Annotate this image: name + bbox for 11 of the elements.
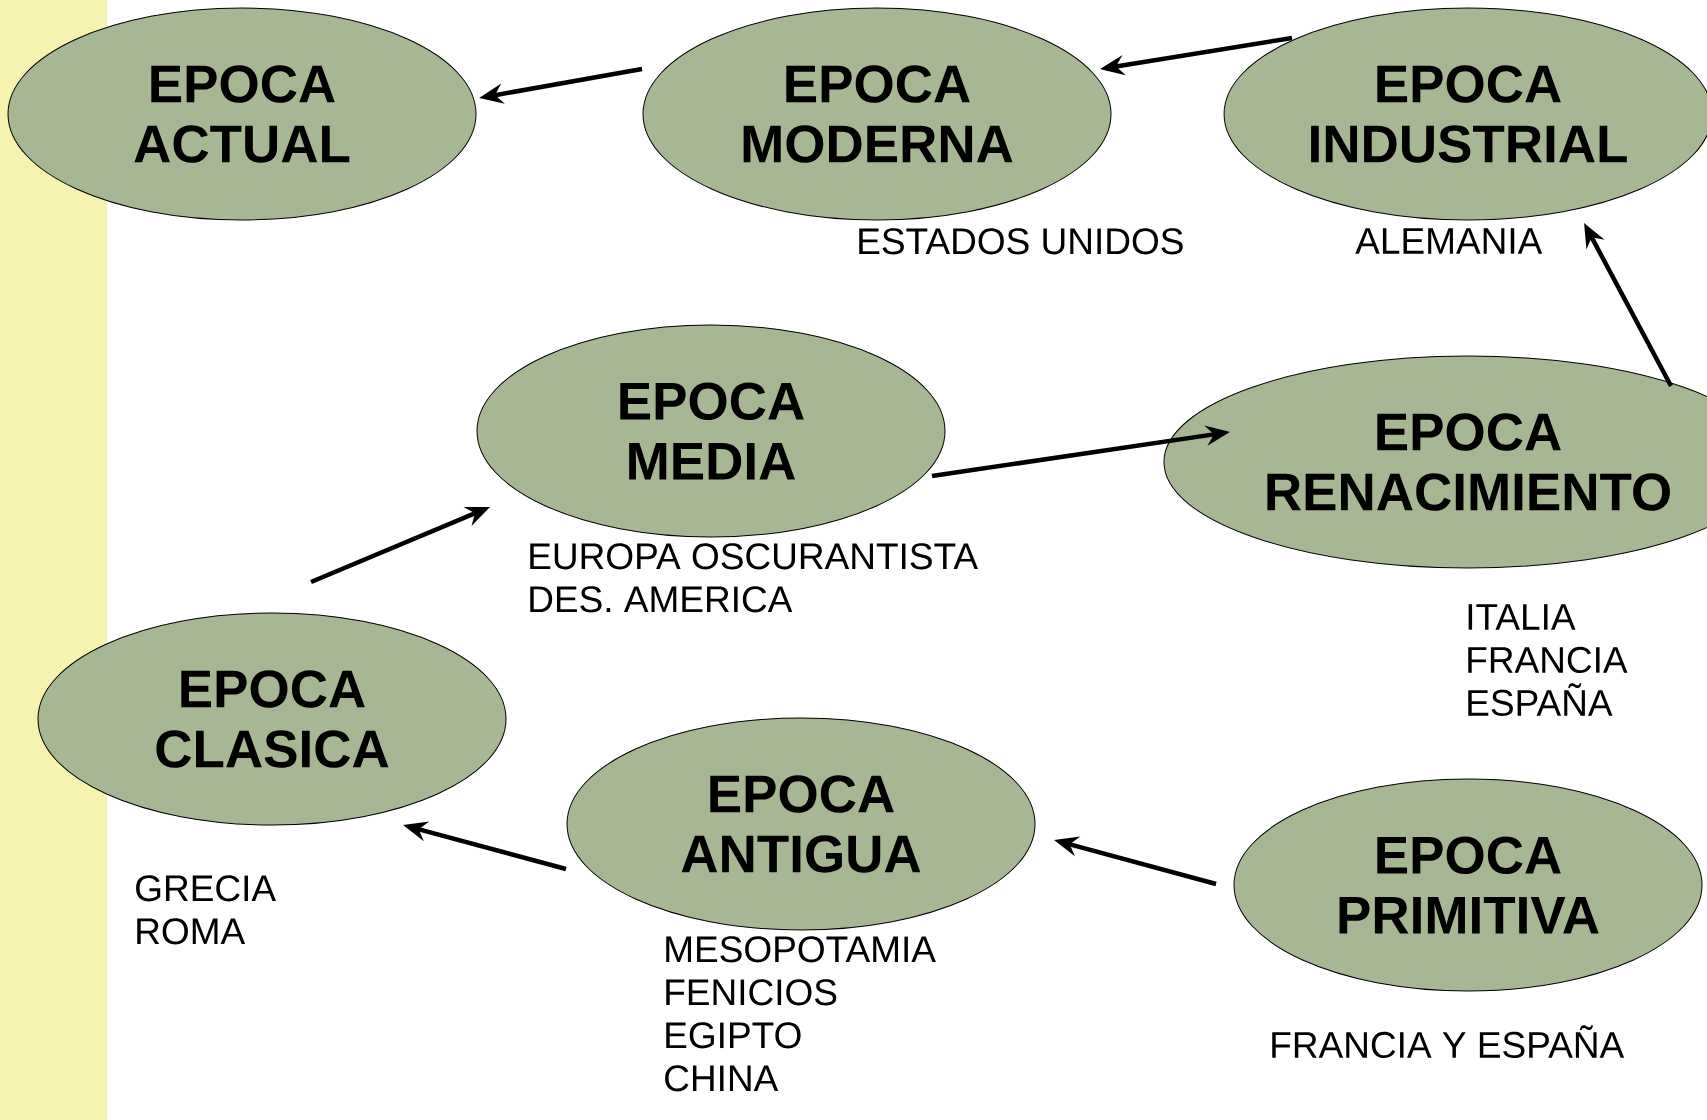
node-label: CHINA	[665, 1065, 779, 1092]
country-list: ESTADOS UNIDOS	[859, 228, 1183, 255]
country-list: ALEMANIA	[1355, 228, 1543, 254]
country-list: ITALIA FRANCIA ESPAÑA	[1468, 604, 1628, 717]
node-label: EGIPTO	[666, 1022, 801, 1049]
country-list: FRANCIA Y ESPAÑA	[1272, 1025, 1625, 1059]
node-label: MESOPOTAMIA	[666, 936, 936, 963]
country-list: GRECIA ROMA	[136, 875, 276, 945]
country-list: MESOPOTAMIA FENICIOS EGIPTO CHINA	[665, 936, 936, 1092]
node-label: FENICIOS	[666, 979, 837, 1006]
country-list: EUROPA OSCURANTISTA DES. AMERICA	[530, 543, 979, 613]
